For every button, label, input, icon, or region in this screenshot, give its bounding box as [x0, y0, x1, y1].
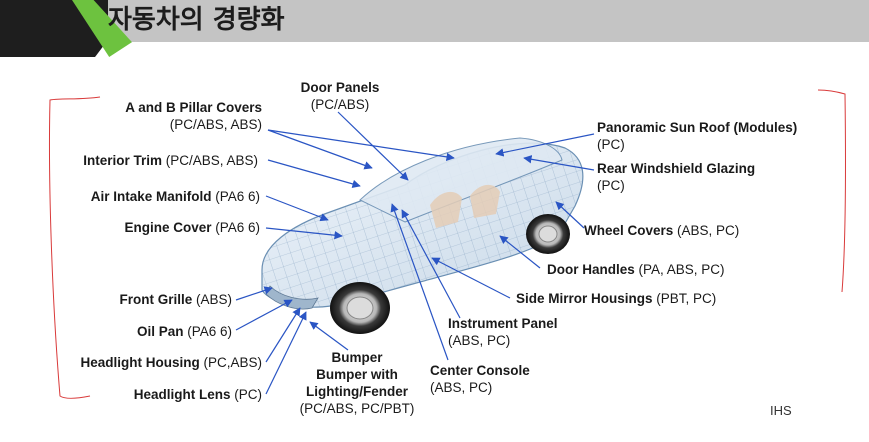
callout-front-grille: Front Grille (ABS): [60, 291, 232, 308]
callout-headlight-housing: Headlight Housing (PC,ABS): [40, 354, 262, 371]
callout-pillar-covers-name: A and B Pillar Covers: [125, 100, 262, 115]
callout-interior-trim-name: Interior Trim: [83, 153, 162, 168]
callout-center-console-name: Center Console: [430, 363, 530, 378]
callout-engine-cover: Engine Cover (PA6 6): [60, 219, 260, 236]
callout-headlight-lens-name: Headlight Lens: [133, 387, 231, 402]
callout-door-handles: Door Handles (PA, ABS, PC): [547, 261, 725, 278]
callout-wheel-covers-name: Wheel Covers: [584, 223, 674, 238]
callout-bumper-line3: Lighting/Fender: [306, 384, 408, 399]
callout-rear-windshield: Rear Windshield Glazing (PC): [597, 160, 755, 194]
rear-wheel: [526, 214, 570, 254]
callout-headlight-housing-material: (PC,ABS): [199, 355, 262, 370]
red-annotation-marks: [48, 89, 847, 399]
callout-wheel-covers-material: (ABS, PC): [673, 223, 740, 238]
callout-rear-windshield-material: (PC): [597, 178, 625, 193]
callout-instrument-panel-material: (ABS, PC): [448, 333, 511, 348]
callout-instrument-panel: Instrument Panel (ABS, PC): [448, 315, 558, 349]
callout-arrows: [235, 111, 595, 395]
callout-headlight-housing-name: Headlight Housing: [80, 355, 200, 370]
callout-headlight-lens-material: (PC): [230, 387, 262, 402]
slide-title: 자동차의 경량화: [108, 5, 285, 35]
callout-door-handles-name: Door Handles: [547, 262, 635, 277]
callout-bumper-material: (PC/ABS, PC/PBT): [299, 401, 415, 416]
callout-center-console-material: (ABS, PC): [430, 380, 493, 395]
callout-engine-cover-name: Engine Cover: [124, 220, 212, 235]
callout-bumper-line1: Bumper: [331, 350, 383, 365]
callout-side-mirror: Side Mirror Housings (PBT, PC): [516, 290, 716, 307]
callout-door-panels-name: Door Panels: [300, 80, 380, 95]
callout-headlight-lens: Headlight Lens (PC): [60, 386, 262, 403]
source-credit: IHS: [770, 403, 792, 418]
callout-door-panels: Door Panels (PC/ABS): [290, 79, 390, 113]
callout-bumper-line2: Bumper with: [316, 367, 398, 382]
header-band: [0, 0, 869, 42]
callout-rear-windshield-name: Rear Windshield Glazing: [597, 161, 756, 176]
callout-pillar-covers-material: (PC/ABS, ABS): [169, 117, 262, 132]
callout-center-console: Center Console (ABS, PC): [430, 362, 530, 396]
callout-oil-pan-material: (PA6 6): [183, 324, 232, 339]
callout-front-grille-material: (ABS): [192, 292, 232, 307]
callout-air-intake-name: Air Intake Manifold: [90, 189, 212, 204]
callout-wheel-covers: Wheel Covers (ABS, PC): [584, 222, 739, 239]
callout-sun-roof: Panoramic Sun Roof (Modules) (PC): [597, 119, 797, 153]
callout-sun-roof-material: (PC): [597, 137, 625, 152]
callout-interior-trim-material: (PC/ABS, ABS): [161, 153, 258, 168]
callout-air-intake: Air Intake Manifold (PA6 6): [40, 188, 260, 205]
callout-door-handles-material: (PA, ABS, PC): [634, 262, 725, 277]
callout-front-grille-name: Front Grille: [119, 292, 193, 307]
callout-instrument-panel-name: Instrument Panel: [448, 316, 558, 331]
callout-side-mirror-name: Side Mirror Housings: [516, 291, 653, 306]
callout-sun-roof-name: Panoramic Sun Roof (Modules): [597, 120, 798, 135]
callout-interior-trim: Interior Trim (PC/ABS, ABS): [40, 152, 258, 169]
callout-air-intake-material: (PA6 6): [211, 189, 260, 204]
callout-oil-pan-name: Oil Pan: [136, 324, 184, 339]
callout-oil-pan: Oil Pan (PA6 6): [60, 323, 232, 340]
callout-side-mirror-material: (PBT, PC): [652, 291, 717, 306]
callout-bumper: Bumper Bumper with Lighting/Fender (PC/A…: [286, 349, 428, 417]
callout-engine-cover-material: (PA6 6): [211, 220, 260, 235]
callout-door-panels-material: (PC/ABS): [310, 97, 370, 112]
front-wheel: [330, 282, 390, 334]
callout-pillar-covers: A and B Pillar Covers (PC/ABS, ABS): [60, 99, 262, 133]
